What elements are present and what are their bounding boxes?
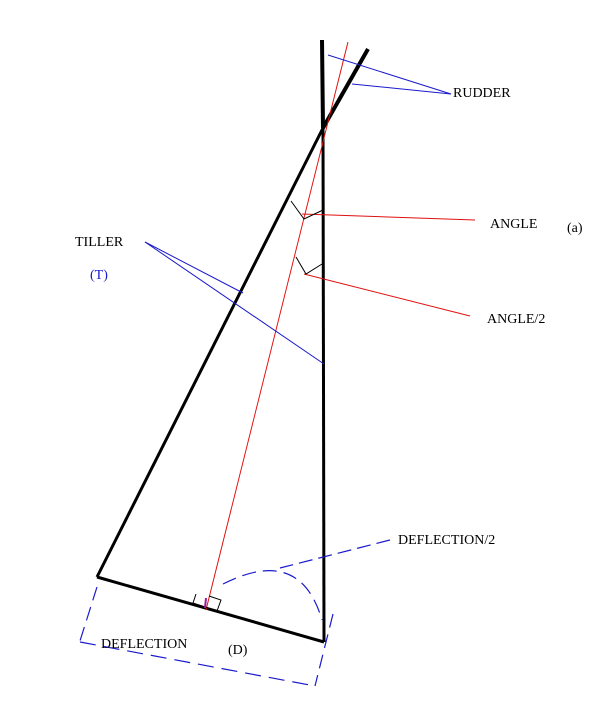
deflection-symbol-label: (D) (228, 643, 248, 658)
angle-leader (301, 213, 476, 221)
angle-bisector (205, 41, 349, 611)
angle-half-label: ANGLE/2 (487, 312, 546, 327)
rudder-label: RUDDER (453, 86, 511, 101)
deflection-half-arc (222, 570, 323, 621)
tiller-leader-lower (144, 241, 325, 365)
deflection-label: DEFLECTION (101, 637, 188, 652)
leader-lines (144, 54, 452, 569)
right-angle-marker (192, 593, 222, 612)
dimension-extension-left (78, 586, 98, 645)
angle-symbol-label: (a) (567, 221, 583, 236)
angle-half-leader (303, 273, 471, 317)
angle-label: ANGLE (490, 217, 538, 232)
rudder-centered (320, 39, 325, 129)
structure-lines (95, 39, 370, 644)
deflection-half-leader (279, 539, 391, 569)
rudder-leader-lower (351, 83, 452, 95)
angle-half-arc-mark (295, 256, 323, 275)
tiller-leader-upper (144, 241, 244, 294)
deflection-chord (96, 575, 325, 644)
dimension-extension-right (314, 613, 334, 687)
tiller-deflected (95, 127, 325, 578)
bisector-foot-tick (204, 597, 207, 609)
deflection-dimension-line (79, 641, 316, 687)
rudder-deflected (321, 48, 370, 129)
rudder-leader-upper (327, 54, 452, 95)
tiller-centered (321, 127, 326, 643)
dimension-lines (78, 570, 334, 687)
tiller-label: TILLER (75, 235, 124, 250)
angle-arc-mark (290, 200, 324, 220)
deflection-half-label: DEFLECTION/2 (398, 533, 496, 548)
angle-marks (290, 200, 324, 275)
construction-lines (205, 41, 476, 611)
tiller-symbol-label: (T) (90, 268, 108, 283)
